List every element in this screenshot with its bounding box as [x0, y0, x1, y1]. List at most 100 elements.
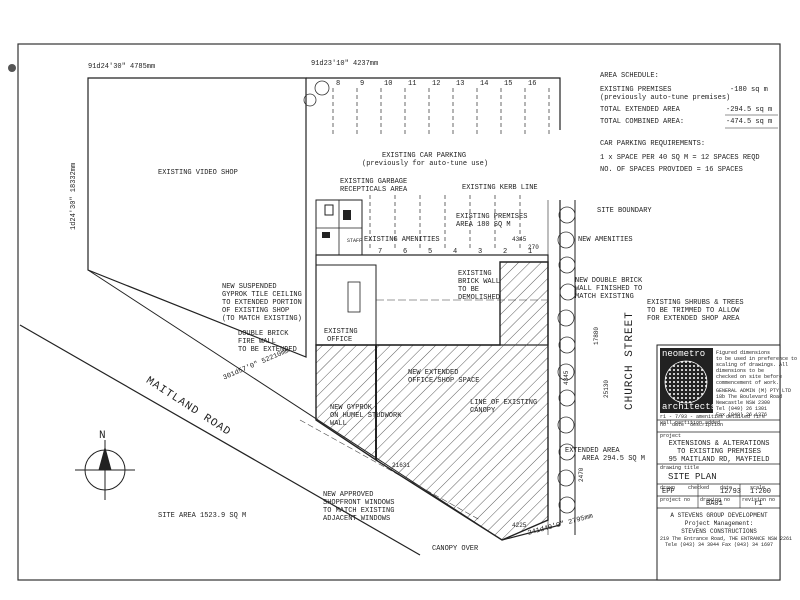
office-sublabel: OFFICE [327, 336, 353, 344]
dimension-label: 25130 [603, 379, 610, 398]
note-line: NEW DOUBLE BRICK [575, 277, 643, 285]
bin-fixture [324, 204, 334, 216]
kerb-line-label: EXISTING KERB LINE [462, 184, 538, 192]
area-row-label: EXISTING PREMISES [600, 86, 672, 94]
area-row-label: TOTAL EXTENDED AREA [600, 106, 680, 114]
note-line: EXISTING SHRUBS & TREES [647, 299, 744, 307]
firm-name-top: neometro [662, 349, 706, 359]
field-value: 12/93 [720, 488, 742, 496]
drawing-number-labels: project no drawing no revision no [660, 497, 778, 507]
shrubs-note: EXISTING SHRUBS & TREES TO BE TRIMMED TO… [647, 299, 744, 323]
parking-number: 12 [432, 80, 441, 88]
car-parking-label: EXISTING CAR PARKING [382, 152, 467, 160]
note-line: commencement of work. [716, 380, 780, 386]
area-row-value: -474.5 sq m [726, 118, 773, 126]
firm-logo-globe [664, 360, 708, 404]
project-line: EXTENSIONS & ALTERATIONS [668, 440, 770, 448]
stud-wall-note: NEW GYPROK ON HUMEL STUDWORK WALL [330, 404, 401, 428]
garbage-sublabel: RECEPTICALS AREA [340, 186, 408, 194]
video-shop-lot [87, 77, 307, 358]
parking-number: 2 [503, 248, 508, 256]
field-label: date [720, 485, 733, 491]
field-value: EPP [662, 488, 675, 496]
client-line: Project Management: [684, 520, 754, 527]
office-label: EXISTING [324, 328, 358, 336]
number-value: BA01 [706, 500, 723, 508]
parking-number: 9 [360, 80, 365, 88]
note-line: TO BE TRIMMED TO ALLOW [647, 307, 740, 315]
dimension-label: 4345 [563, 370, 570, 385]
address-line: Newcastle NSW 2300 [716, 400, 771, 406]
address-line: 18b The Boulevard Road [716, 394, 783, 400]
brick-demolish-note: EXISTING BRICK WALL TO BE DEMOLISHED [458, 270, 500, 302]
parking-numbers: 8 9 10 11 12 13 14 15 16 [336, 80, 556, 90]
note-line: GYPROK TILE CEILING [222, 291, 302, 299]
basin-fixture [322, 232, 330, 238]
church-street-boundary [501, 200, 561, 541]
note-line: WALL FINISHED TO [575, 285, 643, 293]
parking-number: 10 [384, 80, 393, 88]
bearing-top-mid: 91d23'10" 4237mm [311, 60, 379, 68]
number-value: r1 [754, 500, 763, 508]
canopy-line-note: LINE OF EXISTING CANOPY [470, 399, 537, 415]
note-line: scaling of drawings. All [716, 362, 789, 368]
note-line: DEMOLISHED [458, 294, 501, 302]
parking-number: 5 [428, 248, 433, 256]
drawing-field-labels: drawn checked date scale [660, 485, 778, 495]
parking-stalls-top [332, 88, 550, 135]
note-line: TO BE [458, 286, 480, 294]
staff-label: STAFF [347, 238, 363, 244]
note-line: OF EXISTING SHOP [222, 307, 290, 315]
rev-header: description [690, 422, 724, 428]
note-line: TO MATCH EXISTING [323, 507, 395, 515]
note-line: NEW EXTENDED [408, 369, 459, 377]
dimension-label: 2470 [578, 467, 585, 482]
punch-hole [8, 64, 16, 72]
bearing-left-side: 1d24'30" 18332mm [70, 162, 78, 230]
site-area-label: SITE AREA 1523.9 SQ M [158, 512, 247, 520]
shrub-row [303, 80, 577, 514]
parking-number: 6 [403, 248, 408, 256]
north-label: N [99, 430, 107, 442]
bearing-top-left: 91d24'30" 4785mm [88, 63, 156, 71]
note-line: Figured dimensions [716, 350, 771, 356]
double-brick-note: NEW DOUBLE BRICK WALL FINISHED TO MATCH … [575, 277, 642, 301]
area-schedule-title: AREA SCHEDULE: [600, 72, 659, 80]
note-line: checked on site before [716, 374, 783, 380]
note-line: MATCH EXISTING [575, 293, 634, 301]
extended-area-value: AREA 294.5 SQ M [582, 455, 646, 463]
parking-number: 4 [453, 248, 458, 256]
area-row-value: -294.5 sq m [726, 106, 773, 114]
shopfront-note: NEW APPROVED SHOPFRONT WINDOWS TO MATCH … [323, 491, 394, 523]
note-line: ON HUMEL STUDWORK [330, 412, 402, 420]
project-line: TO EXISTING PREMISES [676, 448, 761, 456]
drawing-number-values: BA01 r1 [662, 500, 780, 510]
number-label: revision no [742, 497, 776, 503]
extended-area-label: EXTENDED AREA [565, 447, 620, 455]
parking-requirements-title: CAR PARKING REQUIREMENTS: [600, 140, 706, 148]
dimension-label: 4225 [512, 522, 527, 529]
premises-area-label: AREA 180 SQ M [456, 221, 511, 229]
note-line: LINE OF EXISTING [470, 399, 538, 407]
field-label: drawn [660, 485, 676, 491]
premises-label: EXISTING PREMISES [456, 213, 528, 221]
existing-amenities-label: EXISTING AMENITIES [364, 236, 440, 244]
note-line: ADJACENT WINDOWS [323, 515, 391, 523]
revision-headers: no date description [660, 422, 778, 430]
parking-number: 11 [408, 80, 417, 88]
church-street-label: CHURCH STREET [624, 311, 636, 410]
field-label: scale [750, 485, 766, 491]
firm-name-bottom: architects [662, 402, 717, 412]
note-line: NEW SUSPENDED [222, 283, 277, 291]
extended-area-hatch [375, 261, 549, 541]
rev-header: no [660, 422, 667, 428]
area-row-value: -180 sq m [730, 86, 768, 94]
project-label: project [660, 433, 682, 439]
note-line: OFFICE/SHOP SPACE [408, 377, 480, 385]
fire-wall-note: DOUBLE BRICK FIRE WALL TO BE EXTENDED [238, 330, 297, 354]
drawing-title-label: drawing title [660, 465, 700, 471]
client-address-line: Tele (043) 34 3044 Fax (043) 34 1697 [664, 542, 774, 548]
dimension-label: 270 [528, 244, 539, 251]
note-line: (TO MATCH EXISTING) [222, 315, 302, 323]
